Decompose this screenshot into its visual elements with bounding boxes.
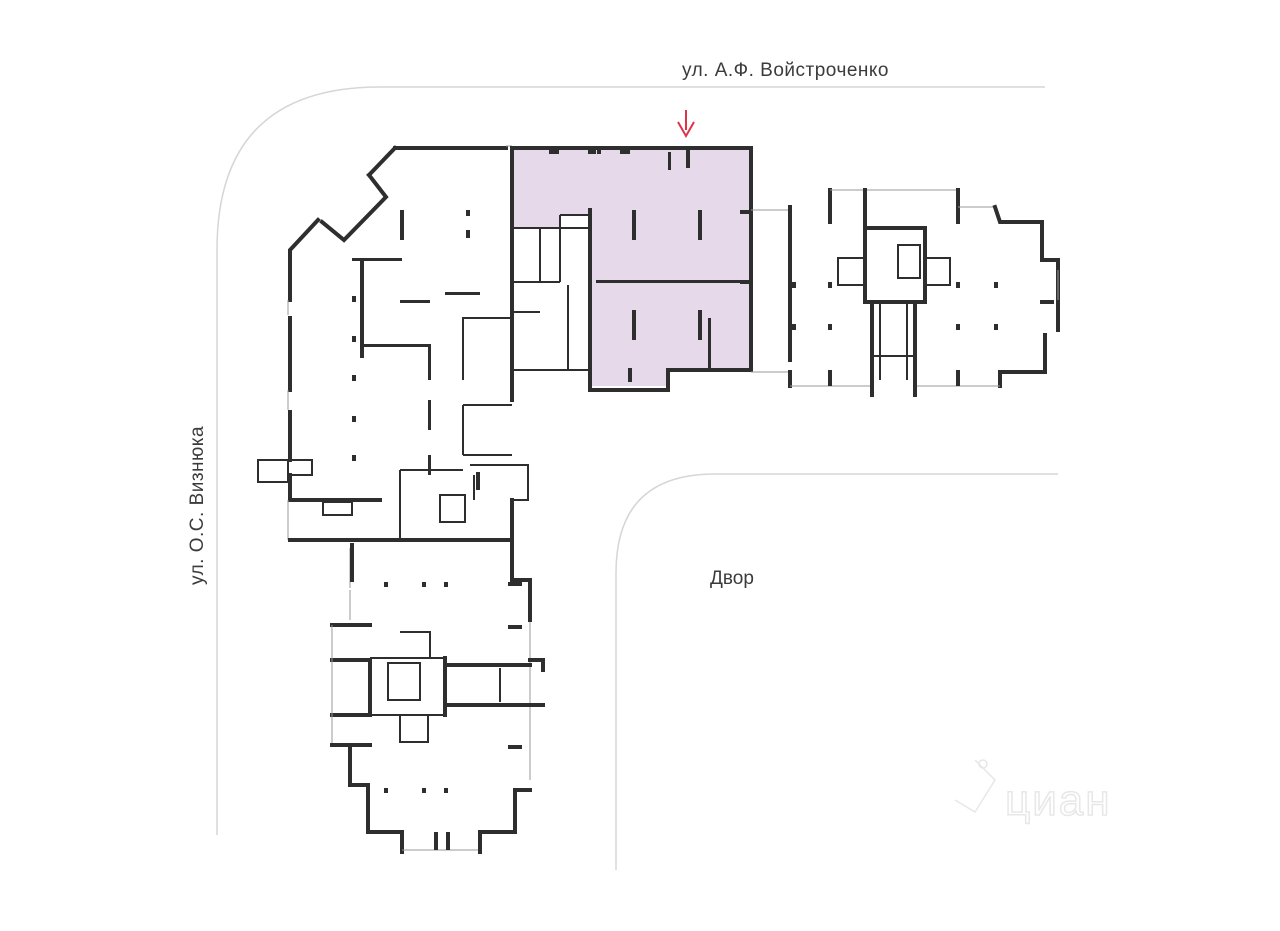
east-building [751,188,1060,397]
cian-logo-icon [954,759,996,814]
east-building-columns [792,258,1054,386]
main-building-columns [352,150,750,490]
yard-label: Двор [710,568,754,589]
south-building [330,538,545,854]
watermark: циан [954,759,1112,826]
entrance-arrow-icon [677,110,695,139]
highlighted-unit[interactable] [512,150,749,386]
watermark-text: циан [1005,776,1112,825]
main-building [257,145,753,542]
street-name-west: ул. О.С. Визнюка [187,426,208,585]
south-building-columns [384,582,522,850]
street-name-north: ул. А.Ф. Войстроченко [682,60,889,81]
street-curbs [216,86,1058,870]
